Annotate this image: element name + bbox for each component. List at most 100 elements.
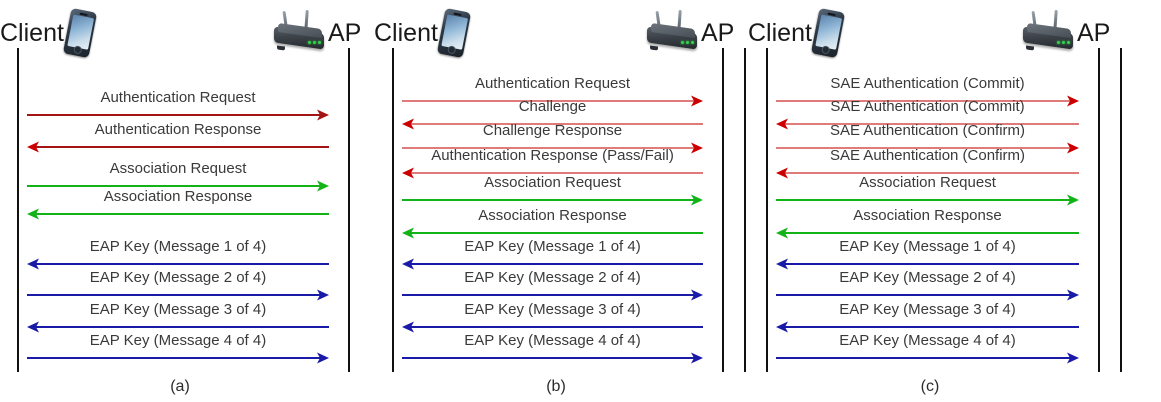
message-arrow-right <box>27 352 329 364</box>
panel-caption: (a) <box>170 378 190 395</box>
message-arrow-left <box>402 258 703 270</box>
wireless-router-icon <box>272 9 328 55</box>
client-lifeline <box>392 48 394 372</box>
message-label: SAE Authentication (Commit) <box>830 75 1025 92</box>
ap-lifeline <box>722 48 724 372</box>
message-row: EAP Key (Message 4 of 4) <box>27 331 329 365</box>
message-label: Challenge <box>518 98 587 115</box>
message-row: EAP Key (Message 3 of 4) <box>27 300 329 334</box>
client-endpoint: Client <box>0 4 98 62</box>
arrow-wrap <box>27 109 329 121</box>
router-led <box>691 41 694 44</box>
message-arrow-left <box>402 227 703 239</box>
message-arrow-left <box>776 321 1079 333</box>
message-arrow-left <box>776 167 1079 179</box>
message-label: Association Request <box>484 174 621 191</box>
message-label: Authentication Request <box>100 89 256 106</box>
message-row: Authentication Request <box>27 88 329 122</box>
ap-endpoint: AP <box>1021 4 1110 62</box>
message-label: Association Request <box>109 160 247 177</box>
message-row: EAP Key (Message 1 of 4) <box>27 237 329 271</box>
arrow-wrap <box>776 142 1079 154</box>
client-label: Client <box>0 18 64 47</box>
message-label: EAP Key (Message 2 of 4) <box>464 269 641 286</box>
message-row: Challenge Response <box>402 121 703 155</box>
message-arrow-right <box>776 142 1079 154</box>
message-row: SAE Authentication (Confirm) <box>776 121 1079 155</box>
ap-label: AP <box>328 18 362 47</box>
ap-lifeline <box>348 48 350 372</box>
arrow-wrap <box>402 258 703 270</box>
arrow-wrap <box>27 352 329 364</box>
ap-endpoint: AP <box>272 4 361 62</box>
arrow-wrap <box>402 194 703 206</box>
arrow-wrap <box>402 118 703 130</box>
message-arrow-right <box>27 289 329 301</box>
arrow-wrap <box>402 352 703 364</box>
router-led <box>1062 41 1065 44</box>
panel-c: Client AP SAE Authentication (Commit) SAE A… <box>746 0 1161 402</box>
message-arrow-left <box>776 258 1079 270</box>
message-row: Association Response <box>776 206 1079 240</box>
arrow-wrap <box>776 95 1079 107</box>
message-row: EAP Key (Message 2 of 4) <box>776 268 1079 302</box>
message-arrow-left <box>776 118 1079 130</box>
wireless-router-icon <box>1021 9 1077 55</box>
message-label: Challenge Response <box>482 122 623 139</box>
panel-divider <box>744 48 746 372</box>
client-endpoint: Client <box>748 4 846 62</box>
smartphone-icon <box>810 7 846 59</box>
message-label: EAP Key (Message 4 of 4) <box>89 332 267 349</box>
message-label: Association Request <box>859 174 996 191</box>
router-led <box>1067 41 1070 44</box>
message-row: SAE Authentication (Commit) <box>776 74 1079 108</box>
message-label: EAP Key (Message 1 of 4) <box>839 238 1016 255</box>
message-label: Association Response <box>478 207 627 224</box>
message-row: EAP Key (Message 4 of 4) <box>776 331 1079 365</box>
message-arrow-right <box>776 289 1079 301</box>
message-arrow-left <box>402 167 703 179</box>
message-label: SAE Authentication (Confirm) <box>829 122 1026 139</box>
message-row: EAP Key (Message 2 of 4) <box>402 268 703 302</box>
message-arrow-left <box>27 141 329 153</box>
router-led <box>686 41 689 44</box>
message-label: SAE Authentication (Confirm) <box>829 147 1026 164</box>
arrow-wrap <box>776 321 1079 333</box>
message-row: EAP Key (Message 4 of 4) <box>402 331 703 365</box>
router-led <box>313 41 316 44</box>
message-row: EAP Key (Message 2 of 4) <box>27 268 329 302</box>
client-lifeline <box>766 48 768 372</box>
message-arrow-right <box>402 352 703 364</box>
message-arrow-right <box>776 95 1079 107</box>
wireless-router-icon <box>645 9 701 55</box>
message-arrow-right <box>27 180 329 192</box>
arrow-wrap <box>402 289 703 301</box>
ap-lifeline <box>1098 48 1100 372</box>
arrow-wrap <box>27 208 329 220</box>
message-row: Challenge <box>402 97 703 131</box>
client-label: Client <box>748 18 812 47</box>
message-label: Authentication Request <box>474 75 631 92</box>
router-foot <box>650 45 658 51</box>
arrow-wrap <box>27 141 329 153</box>
message-label: EAP Key (Message 3 of 4) <box>464 301 641 318</box>
message-arrow-left <box>776 227 1079 239</box>
arrow-wrap <box>402 95 703 107</box>
arrow-wrap <box>27 258 329 270</box>
message-label: EAP Key (Message 1 of 4) <box>464 238 641 255</box>
message-arrow-right <box>776 352 1079 364</box>
router-foot <box>277 45 285 51</box>
message-arrow-right <box>402 95 703 107</box>
ap-endpoint: AP <box>645 4 734 62</box>
message-arrow-left <box>27 208 329 220</box>
smartphone-icon <box>62 7 98 59</box>
message-row: Association Response <box>402 206 703 240</box>
message-label: EAP Key (Message 2 of 4) <box>839 269 1016 286</box>
arrow-wrap <box>402 142 703 154</box>
message-row: Association Request <box>776 173 1079 207</box>
arrow-wrap <box>776 118 1079 130</box>
arrow-wrap <box>776 258 1079 270</box>
